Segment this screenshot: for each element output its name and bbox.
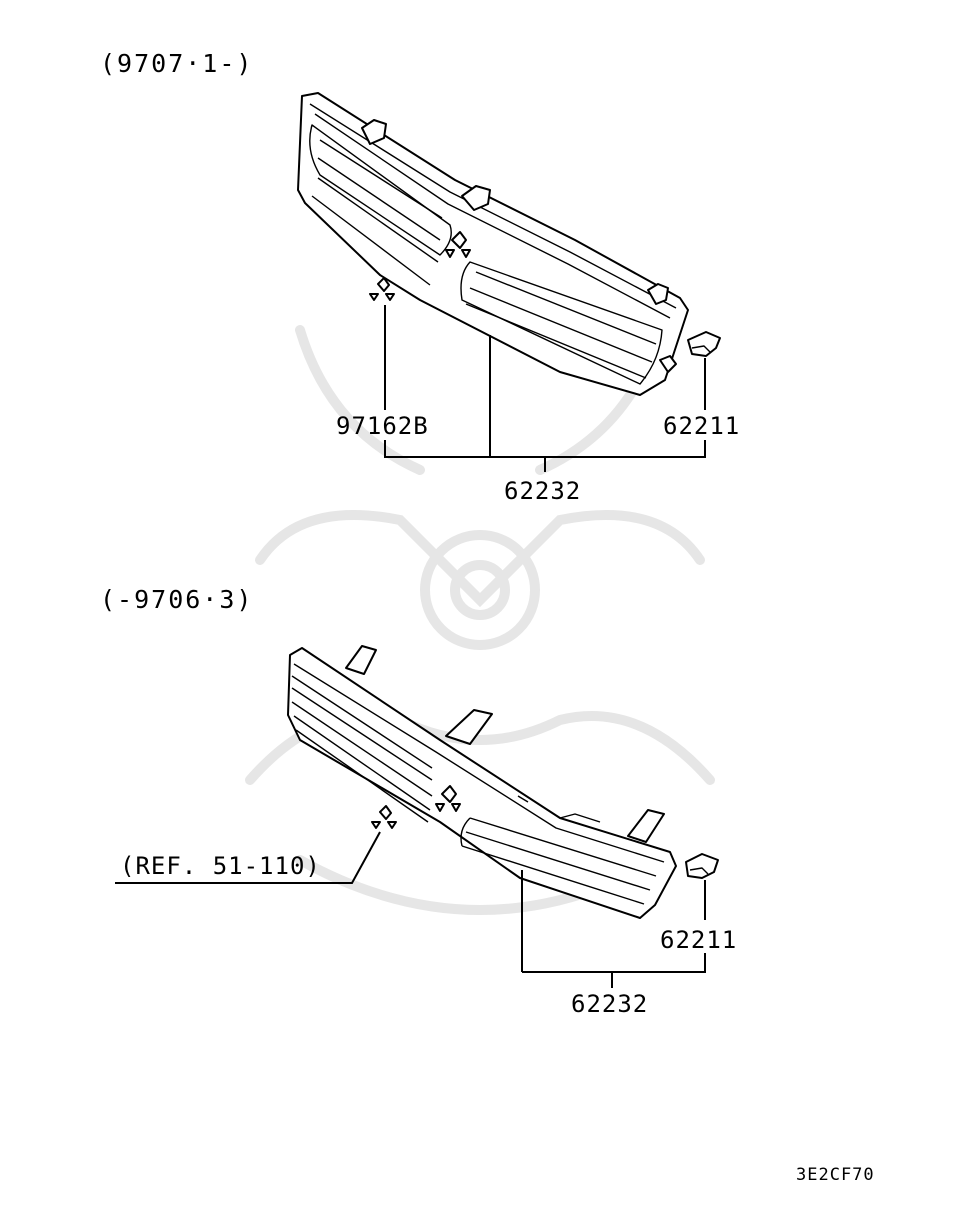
part-label-62211-lower: 62211 bbox=[660, 926, 737, 954]
section2-header: (-9706·3) bbox=[100, 585, 253, 614]
part-label-62211-upper: 62211 bbox=[663, 412, 740, 440]
emblem-part-97162B bbox=[369, 277, 395, 301]
diagram-code: 3E2CF70 bbox=[796, 1165, 875, 1185]
grille-upper-drawing bbox=[297, 92, 689, 396]
ref-label: (REF. 51-110) bbox=[120, 852, 321, 880]
leader-lines-upper bbox=[384, 305, 706, 472]
section1-header: (9707·1-) bbox=[100, 49, 253, 78]
leader-lines-lower bbox=[115, 831, 706, 988]
emblem-ref-drawing bbox=[371, 805, 397, 829]
clip-part-62211-lower bbox=[685, 853, 719, 879]
part-label-62232-lower: 62232 bbox=[571, 990, 648, 1018]
part-label-62232-upper: 62232 bbox=[504, 477, 581, 505]
grille-lower-drawing bbox=[287, 645, 677, 919]
part-label-97162B: 97162B bbox=[336, 412, 429, 440]
clip-part-62211-upper bbox=[687, 331, 721, 357]
